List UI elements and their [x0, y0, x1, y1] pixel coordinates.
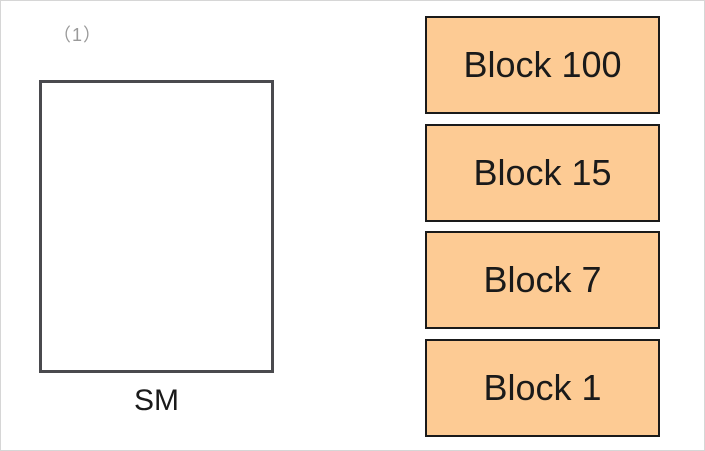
- block-label: Block 100: [463, 44, 622, 85]
- panel-label: （1）: [53, 25, 103, 45]
- block-label: Block 1: [483, 367, 602, 408]
- block-1: Block 1: [425, 339, 660, 437]
- block-7: Block 7: [425, 231, 660, 329]
- block-label: Block 15: [473, 152, 612, 193]
- block-100: Block 100: [425, 16, 660, 114]
- block-15: Block 15: [425, 124, 660, 222]
- sm-label: SM: [134, 384, 179, 417]
- sm-box: [39, 80, 274, 373]
- block-label: Block 7: [483, 259, 602, 300]
